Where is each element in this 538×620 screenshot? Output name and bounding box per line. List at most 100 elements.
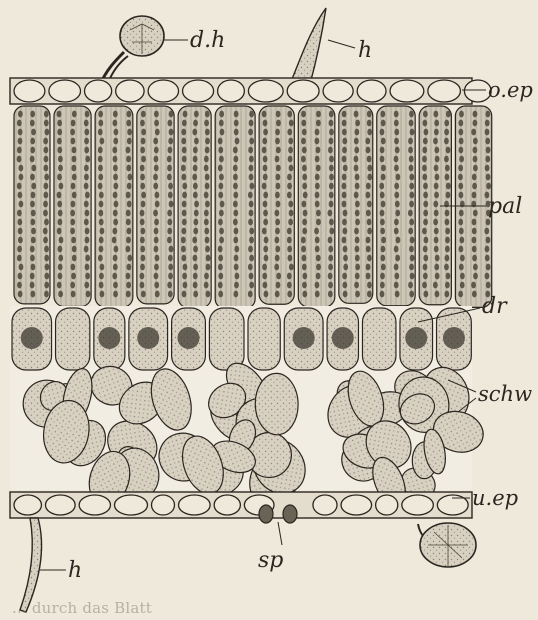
chloroplast (485, 138, 490, 145)
chloroplast (459, 228, 464, 235)
chloroplast (394, 165, 399, 172)
chloroplast (154, 147, 159, 154)
chloroplast (113, 156, 118, 163)
chloroplast (193, 165, 198, 172)
chloroplast (328, 237, 333, 244)
chloroplast (220, 201, 225, 208)
chloroplast (329, 120, 334, 127)
chloroplast (274, 210, 279, 217)
label-stoma: sp (258, 550, 283, 572)
chloroplast (394, 264, 399, 271)
chloroplast (445, 192, 450, 199)
chloroplast (84, 165, 89, 172)
chloroplast (394, 192, 399, 199)
chloroplast (460, 273, 465, 280)
chloroplast (193, 156, 198, 163)
chloroplast (315, 246, 320, 253)
chloroplast (262, 282, 267, 289)
chloroplast (182, 156, 187, 163)
chloroplast (395, 174, 400, 181)
chloroplast (153, 183, 158, 190)
chloroplast (182, 273, 187, 280)
chloroplast (249, 165, 254, 172)
label-spongy: schw (478, 384, 532, 405)
chloroplast (140, 273, 145, 280)
chloroplast (459, 156, 464, 163)
chloroplast (141, 201, 146, 208)
chloroplast (182, 201, 187, 208)
chloroplast (154, 219, 159, 226)
chloroplast (367, 255, 372, 262)
chloroplast (395, 210, 400, 217)
chloroplast (31, 210, 36, 217)
chloroplast (70, 219, 75, 226)
epidermis-cell (179, 495, 211, 515)
chloroplast (473, 120, 478, 127)
chloroplast (329, 174, 334, 181)
chloroplast (58, 255, 63, 262)
chloroplast (459, 138, 464, 145)
chloroplast (30, 282, 35, 289)
chloroplast (343, 264, 348, 271)
chloroplast (112, 237, 117, 244)
chloroplast (43, 165, 48, 172)
chloroplast (17, 210, 22, 217)
chloroplast (445, 165, 450, 172)
chloroplast (473, 165, 478, 172)
chloroplast (233, 165, 238, 172)
chloroplast (218, 291, 223, 298)
chloroplast (471, 282, 476, 289)
chloroplast (316, 147, 321, 154)
chloroplast (445, 246, 450, 253)
chloroplast (303, 192, 308, 199)
chloroplast (219, 111, 224, 118)
chloroplast (249, 174, 254, 181)
chloroplast (435, 273, 440, 280)
chloroplast (126, 111, 131, 118)
label-hair-bottom: h (68, 560, 82, 582)
chloroplast (204, 282, 209, 289)
upper-epidermis (10, 78, 491, 104)
crystal-druse (332, 327, 354, 349)
chloroplast (472, 228, 477, 235)
chloroplast (248, 219, 253, 226)
chloroplast (394, 219, 399, 226)
chloroplast (263, 165, 268, 172)
chloroplast (43, 138, 48, 145)
chloroplast (30, 138, 35, 145)
chloroplast (72, 147, 77, 154)
chloroplast (262, 111, 267, 118)
chloroplast (342, 201, 347, 208)
chloroplast (126, 273, 131, 280)
chloroplast (342, 174, 347, 181)
chloroplast (288, 219, 293, 226)
chloroplast (459, 210, 464, 217)
chloroplast (355, 201, 360, 208)
chloroplast (18, 129, 23, 136)
chloroplast (205, 246, 210, 253)
chloroplast (17, 183, 22, 190)
chloroplast (380, 192, 385, 199)
chloroplast (44, 291, 49, 298)
chloroplast (44, 111, 49, 118)
chloroplast (167, 174, 172, 181)
chloroplast (423, 210, 428, 217)
chloroplast (408, 138, 413, 145)
chloroplast (366, 237, 371, 244)
chloroplast (154, 228, 159, 235)
chloroplast (328, 282, 333, 289)
chloroplast (394, 246, 399, 253)
chloroplast (30, 246, 35, 253)
chloroplast (433, 201, 438, 208)
chloroplast (233, 219, 238, 226)
chloroplast (31, 228, 36, 235)
chloroplast (233, 192, 238, 199)
chloroplast (182, 291, 187, 298)
chloroplast (112, 228, 117, 235)
chloroplast (72, 111, 77, 118)
chloroplast (343, 246, 348, 253)
chloroplast (288, 201, 293, 208)
chloroplast (458, 120, 463, 127)
chloroplast (181, 255, 186, 262)
chloroplast (342, 192, 347, 199)
